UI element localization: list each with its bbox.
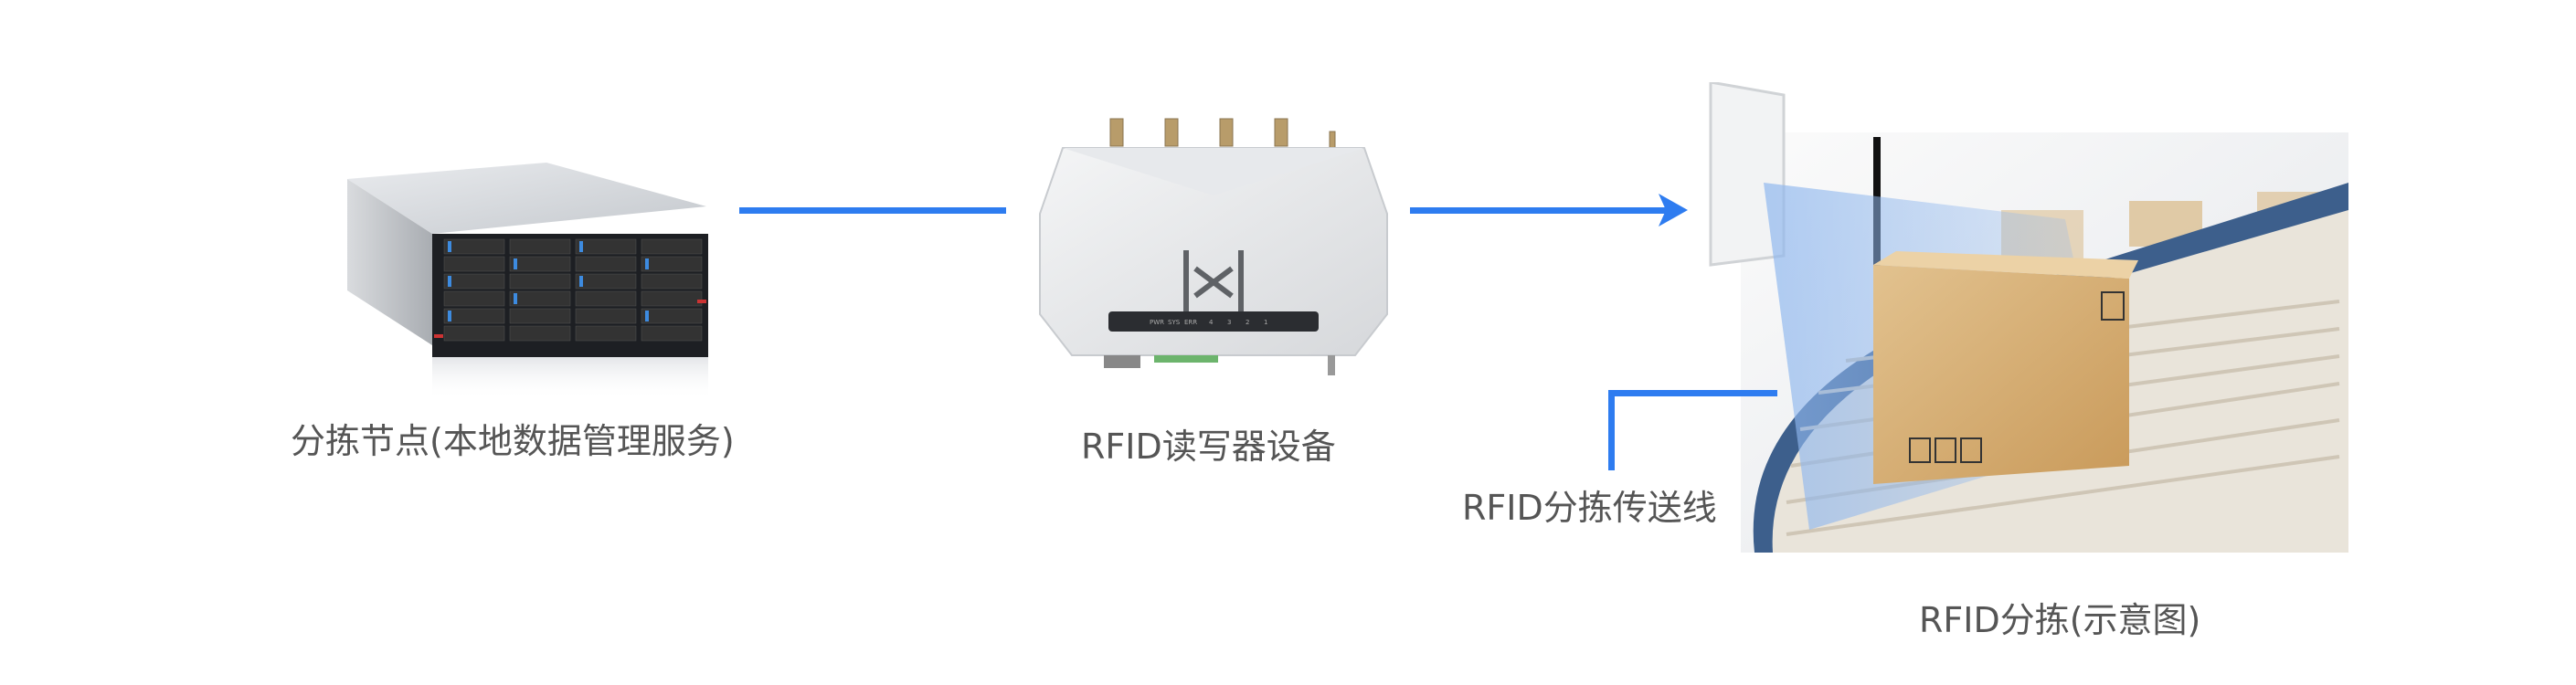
conveyor-label: RFID分拣传送线 [1462,488,1717,528]
connector-arrow-reader-antenna [1410,207,1670,214]
server-icon [347,163,708,400]
panel-text: 4 [1209,319,1214,326]
server-node [345,163,711,400]
panel-text: PWR [1150,319,1164,326]
connector-line-server-reader [739,207,1006,214]
conveyor-scene-illustration [1709,80,2348,553]
panel-text: 2 [1246,319,1249,326]
server-label: 分拣节点(本地数据管理服务) [291,421,735,461]
panel-text: 1 [1264,319,1267,326]
callout-line-vertical [1608,390,1615,470]
scene-label: RFID分拣(示意图) [1919,600,2201,640]
sorting-scene [1700,80,2348,553]
panel-text: ERR [1184,319,1197,326]
panel-text: SYS [1168,319,1181,326]
rfid-reader-node: PWR SYS ERR 4 3 2 1 [1035,113,1392,383]
rfid-reader-icon: PWR SYS ERR 4 3 2 1 [1039,118,1388,375]
arrowhead-icon [1659,194,1688,227]
panel-text: 3 [1227,319,1231,326]
callout-line-horizontal [1608,390,1777,396]
rfid-reader-label: RFID读写器设备 [1081,427,1336,467]
